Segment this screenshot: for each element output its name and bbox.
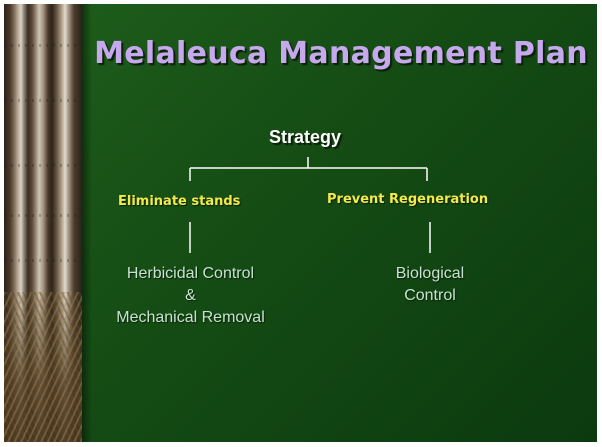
leaf-line: Herbicidal Control (88, 263, 293, 285)
leaf-line: Biological (360, 263, 500, 285)
leaf-line: Mechanical Removal (88, 307, 293, 329)
leaf-line: Control (360, 285, 500, 307)
branch-eliminate-stands: Eliminate stands (118, 194, 240, 209)
leaf-biological-control: Biological Control (360, 263, 500, 307)
leaf-line: & (88, 285, 293, 307)
branch-prevent-regeneration: Prevent Regeneration (327, 192, 488, 207)
leaf-herbicidal-mechanical: Herbicidal Control & Mechanical Removal (88, 263, 293, 329)
